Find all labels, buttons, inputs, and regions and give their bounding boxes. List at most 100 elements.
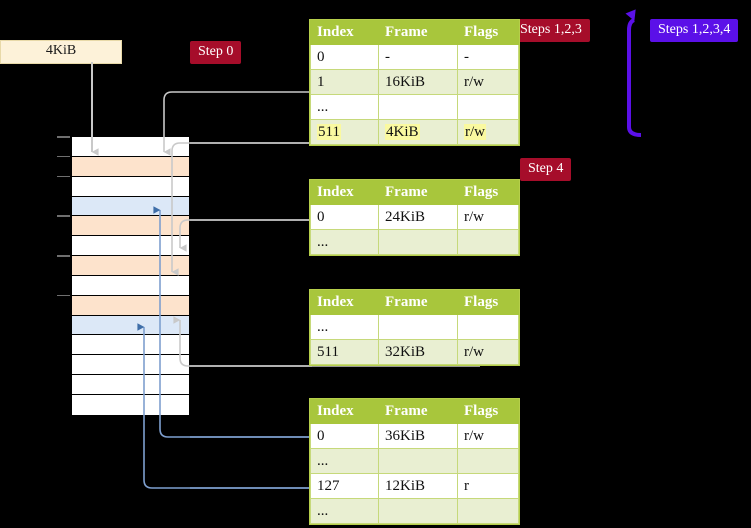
cell-index: 511 [310, 119, 379, 145]
table-row: ... [310, 94, 519, 120]
memory-frame-row [72, 196, 189, 217]
cell-text: 12KiB [385, 477, 426, 494]
cell-frame: 24KiB [378, 204, 458, 230]
cell-text: 0 [317, 427, 325, 444]
pml4-body: 0 - - 1 16KiB r/w ... 511 4KiB r/w [310, 44, 519, 145]
memory-frame-row [72, 156, 189, 177]
cell-text: 4KiB [385, 123, 420, 140]
pdpt-header-row: Index Frame Flags [310, 180, 519, 205]
cell-flags [457, 94, 519, 120]
cell-flags [457, 314, 519, 340]
cell-text: 511 [317, 123, 341, 140]
cell-flags: - [457, 44, 519, 70]
cell-frame: 16KiB [378, 69, 458, 95]
table-row: 0 36KiB r/w [310, 423, 519, 449]
memory-frame-row [72, 335, 189, 356]
badge-step-4: Step 4 [520, 158, 572, 181]
cell-index: 1 [310, 69, 379, 95]
cell-text: 16KiB [385, 73, 426, 90]
cell-flags [457, 229, 519, 255]
pd-col-frame: Frame [378, 290, 458, 315]
cell-index: ... [310, 314, 379, 340]
cell-text: 24KiB [385, 208, 426, 225]
cell-flags: r/w [457, 69, 519, 95]
badge-steps-1234-label: Steps 1,2,3,4 [658, 22, 731, 37]
badge-step-4-label: Step 4 [528, 161, 564, 176]
cell-frame [378, 94, 458, 120]
cell-index: ... [310, 498, 379, 524]
cell-text: 36KiB [385, 427, 426, 444]
cell-flags [457, 448, 519, 474]
memory-frame-row [72, 236, 189, 257]
table-row: ... [310, 498, 519, 524]
memory-frame-tick [57, 155, 70, 158]
memory-frame-tick [57, 175, 70, 178]
pd-col-index: Index [310, 290, 379, 315]
badge-steps-1234: Steps 1,2,3,4 [650, 19, 739, 42]
frame-4kib-label: 4KiB [45, 43, 77, 58]
pt-col-frame: Frame [378, 399, 458, 424]
page-table-pd: Index Frame Flags ... 511 32KiB r/w [310, 290, 519, 365]
memory-frame-row [72, 375, 189, 395]
table-row: ... [310, 448, 519, 474]
pml4-col-index: Index [310, 20, 379, 45]
pt-col-flags: Flags [457, 399, 519, 424]
page-table-pt: Index Frame Flags 0 36KiB r/w ... 127 12… [310, 399, 519, 524]
memory-frame-row [72, 394, 189, 415]
cell-frame: - [378, 44, 458, 70]
pd-header-row: Index Frame Flags [310, 290, 519, 315]
cell-text: 1 [317, 73, 325, 90]
physical-memory-grid [71, 136, 190, 415]
frame-4kib-box: 4KiB [0, 40, 122, 64]
pd-col-flags: Flags [457, 290, 519, 315]
table-row: 511 4KiB r/w [310, 119, 519, 145]
cell-text: r/w [464, 208, 484, 225]
table-row: 1 16KiB r/w [310, 69, 519, 95]
cell-index: 127 [310, 473, 379, 499]
badge-step-0-label: Step 0 [198, 44, 234, 59]
pml4-header-row: Index Frame Flags [310, 20, 519, 45]
badge-step-0: Step 0 [190, 41, 242, 64]
cell-flags: r/w [457, 423, 519, 449]
cell-frame: 4KiB [378, 119, 458, 145]
cell-text: ... [317, 452, 329, 469]
memory-frame-row [72, 256, 189, 276]
pdpt-col-flags: Flags [457, 180, 519, 205]
pdpt-col-index: Index [310, 180, 379, 205]
cell-index: 511 [310, 339, 379, 365]
memory-frame-tick [57, 294, 70, 297]
cell-frame [378, 229, 458, 255]
table-row: 0 - - [310, 44, 519, 70]
cell-index: 0 [310, 423, 379, 449]
cell-text: 511 [317, 343, 339, 360]
cell-flags: r/w [457, 119, 519, 145]
cell-text: r/w [464, 73, 484, 90]
cell-text: r/w [464, 343, 484, 360]
pd-body: ... 511 32KiB r/w [310, 314, 519, 365]
memory-frame-row [72, 355, 189, 376]
cell-flags [457, 498, 519, 524]
cell-index: ... [310, 229, 379, 255]
cell-flags: r/w [457, 204, 519, 230]
cell-text: r [464, 477, 469, 494]
memory-frame-tick [57, 215, 70, 217]
cell-frame [378, 314, 458, 340]
cell-frame: 36KiB [378, 423, 458, 449]
cell-text: 0 [317, 208, 325, 225]
pt-body: 0 36KiB r/w ... 127 12KiB r ... [310, 423, 519, 524]
memory-frame-tick [57, 136, 70, 138]
cell-index: 0 [310, 204, 379, 230]
cell-frame [378, 448, 458, 474]
cell-flags: r/w [457, 339, 519, 365]
cell-text: 127 [317, 477, 340, 494]
badge-steps-123: Steps 1,2,3 [512, 19, 590, 42]
cell-text: ... [317, 98, 329, 115]
table-row: ... [310, 229, 519, 255]
cell-text: ... [317, 318, 329, 335]
memory-frame-row [72, 176, 189, 197]
cell-frame: 32KiB [378, 339, 458, 365]
cell-text: 32KiB [385, 343, 426, 360]
page-table-pml4: Index Frame Flags 0 - - 1 16KiB r/w ... … [310, 20, 519, 145]
cell-text: r/w [464, 427, 484, 444]
